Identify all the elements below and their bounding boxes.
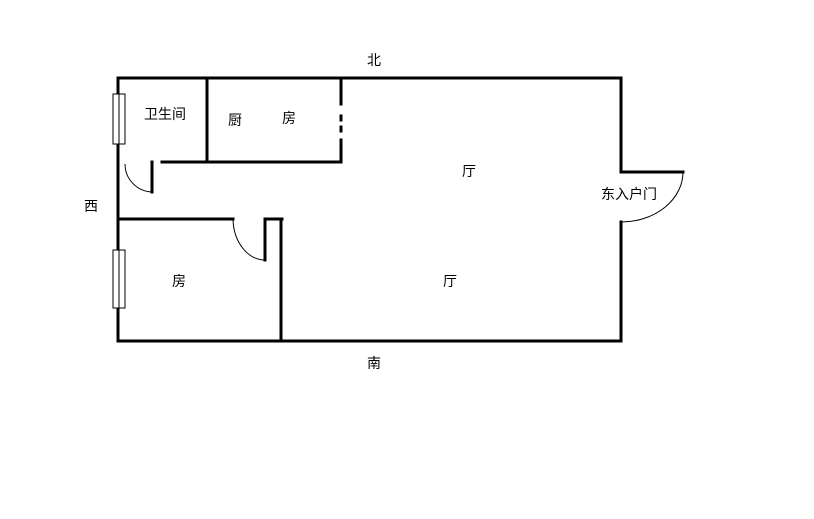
windows (112, 93, 126, 309)
bathroom-door-swing (124, 163, 153, 193)
living-room-label-lower: 厅 (443, 274, 457, 290)
bedroom-door-swing (232, 218, 266, 261)
outer-walls (116, 76, 685, 343)
interior-walls (116, 76, 343, 343)
door-swings (124, 163, 684, 261)
kitchen-label-left: 厨 (228, 113, 242, 129)
bathroom-window (112, 93, 126, 145)
kitchen-label-right: 房 (282, 111, 296, 127)
entry-door-label: 东入户门 (601, 186, 657, 203)
compass-north-label: 北 (367, 53, 381, 69)
compass-south-label: 南 (367, 356, 381, 372)
bedroom-window (112, 249, 126, 309)
entry-door-swing (620, 171, 684, 223)
bedroom-label: 房 (172, 274, 186, 290)
bathroom-label: 卫生间 (144, 107, 186, 123)
living-room-label-upper: 厅 (462, 164, 476, 180)
compass-west-label: 西 (84, 199, 98, 215)
